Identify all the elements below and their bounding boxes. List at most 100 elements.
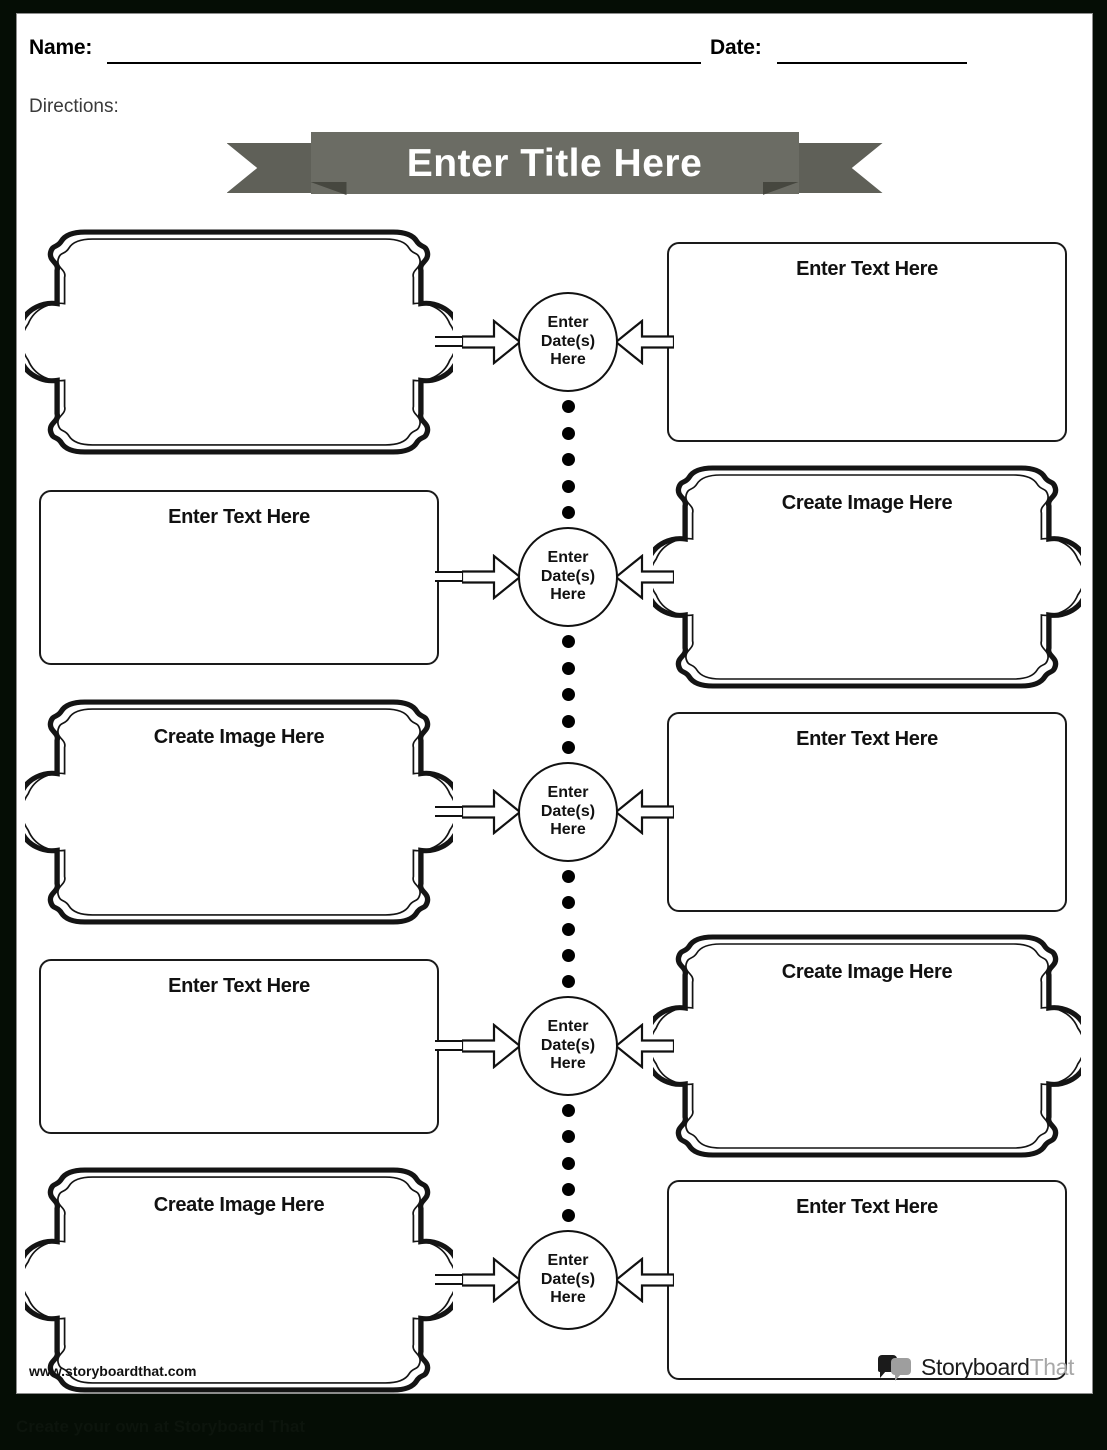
connector-dot	[561, 948, 575, 962]
connector-dot	[561, 453, 575, 466]
box-placeholder-label: Enter Text Here	[168, 505, 310, 528]
box-placeholder-label: Enter Text Here	[796, 728, 938, 750]
arrow-right-icon	[462, 789, 520, 835]
connector-line-left	[435, 1040, 464, 1051]
date-circle-line: Date(s)	[540, 802, 596, 820]
ribbon-tail-left-icon	[226, 143, 323, 193]
connector-line-left	[435, 1274, 464, 1285]
connector-dot	[561, 479, 575, 493]
footer-url: www.storyboardthat.com	[29, 1363, 197, 1379]
connector-dot	[561, 896, 575, 910]
arrow-left-icon	[616, 319, 674, 365]
title-banner: Enter Title Here	[17, 132, 1092, 214]
title-banner-body[interactable]: Enter Title Here	[310, 132, 799, 194]
name-label: Name:	[29, 36, 93, 59]
connector-line-left	[435, 571, 464, 582]
date-circle-line: Here	[550, 821, 586, 839]
dotted-connector	[561, 870, 575, 988]
date-circle-line: Here	[550, 1055, 586, 1073]
ornate-image-frame-left[interactable]: Create Image Here	[25, 1164, 453, 1393]
date-circle-line: Here	[550, 586, 586, 604]
date-label: Date:	[710, 36, 762, 59]
connector-dot	[561, 975, 575, 988]
connector-dot	[561, 688, 575, 701]
ribbon-tail-right-icon	[786, 143, 883, 193]
connector-dot	[561, 1130, 575, 1144]
connector-dot	[561, 1156, 575, 1170]
ornate-image-frame-left[interactable]: Create Image Here	[25, 696, 453, 928]
frame-placeholder-label: Create Image Here	[781, 960, 953, 983]
connector-line-left	[435, 806, 464, 817]
arrow-right-icon	[462, 319, 520, 365]
connector-dot	[561, 922, 575, 936]
logo-text: StoryboardThat	[921, 1354, 1074, 1381]
bottom-watermark-text: Create your own at Storyboard That	[16, 1417, 306, 1436]
name-date-row: Name: Date:	[17, 36, 1092, 70]
date-write-line[interactable]	[777, 62, 967, 64]
frame-placeholder-label: Create Image Here	[153, 726, 325, 749]
connector-dot	[561, 741, 575, 754]
date-circle-line: Enter	[547, 1018, 589, 1036]
ornate-image-frame-right[interactable]: Create Image Here	[653, 931, 1081, 1161]
logo-text-grey: That	[1029, 1353, 1075, 1380]
bottom-watermark-strip: Create your own at Storyboard That	[0, 1408, 1107, 1450]
date-circle-line: Enter	[547, 784, 589, 802]
connector-dot	[561, 1182, 575, 1196]
connector-dot	[561, 870, 575, 883]
connector-dot	[561, 661, 575, 675]
date-circle-line: Enter	[547, 314, 589, 332]
dotted-connector	[561, 1104, 575, 1222]
text-box-right[interactable]: Enter Text Here	[667, 712, 1067, 912]
date-circle-line: Here	[550, 1289, 586, 1307]
logo-text-dark: Storyboard	[921, 1353, 1030, 1380]
box-placeholder-label: Enter Text Here	[796, 1196, 938, 1218]
connector-dot	[561, 635, 575, 648]
text-box-left[interactable]: Enter Text Here	[39, 489, 439, 665]
date-circle-line: Enter	[547, 1252, 589, 1270]
name-write-line[interactable]	[107, 62, 701, 64]
ornate-image-frame-right[interactable]: Create Image Here	[653, 462, 1081, 692]
arrow-left-icon	[616, 1023, 674, 1069]
box-placeholder-label: Enter Text Here	[168, 974, 310, 997]
text-box-left[interactable]: Enter Text Here	[39, 958, 439, 1134]
ornate-image-frame-left[interactable]	[25, 226, 453, 458]
date-circle-line: Date(s)	[540, 1036, 596, 1054]
text-box-right[interactable]: Enter Text Here	[667, 1180, 1067, 1380]
connector-dot	[561, 714, 575, 728]
storyboardthat-logo: StoryboardThat	[878, 1353, 1074, 1381]
connector-dot	[561, 1209, 575, 1222]
frame-placeholder-label: Create Image Here	[781, 491, 953, 514]
date-circle-line: Date(s)	[540, 332, 596, 350]
connector-dot	[561, 426, 575, 440]
directions-label: Directions:	[29, 96, 119, 117]
date-circle-line: Date(s)	[540, 567, 596, 585]
arrow-right-icon	[462, 1257, 520, 1303]
dotted-connector	[561, 400, 575, 519]
frame-placeholder-label: Create Image Here	[153, 1194, 325, 1217]
page-outer-frame: Name: Date: Directions: Enter Title Here…	[16, 13, 1093, 1394]
connector-line-left	[435, 336, 464, 347]
date-circle-line: Date(s)	[540, 1270, 596, 1288]
page-title: Enter Title Here	[406, 141, 703, 185]
arrow-right-icon	[462, 554, 520, 600]
arrow-left-icon	[616, 1257, 674, 1303]
arrow-left-icon	[616, 554, 674, 600]
speech-bubbles-icon	[878, 1353, 912, 1381]
connector-dot	[561, 1104, 575, 1117]
arrow-left-icon	[616, 789, 674, 835]
text-box-right[interactable]: Enter Text Here	[667, 242, 1067, 442]
connector-dot	[561, 400, 575, 413]
arrow-right-icon	[462, 1023, 520, 1069]
box-placeholder-label: Enter Text Here	[796, 258, 938, 280]
date-circle-line: Here	[550, 351, 586, 369]
